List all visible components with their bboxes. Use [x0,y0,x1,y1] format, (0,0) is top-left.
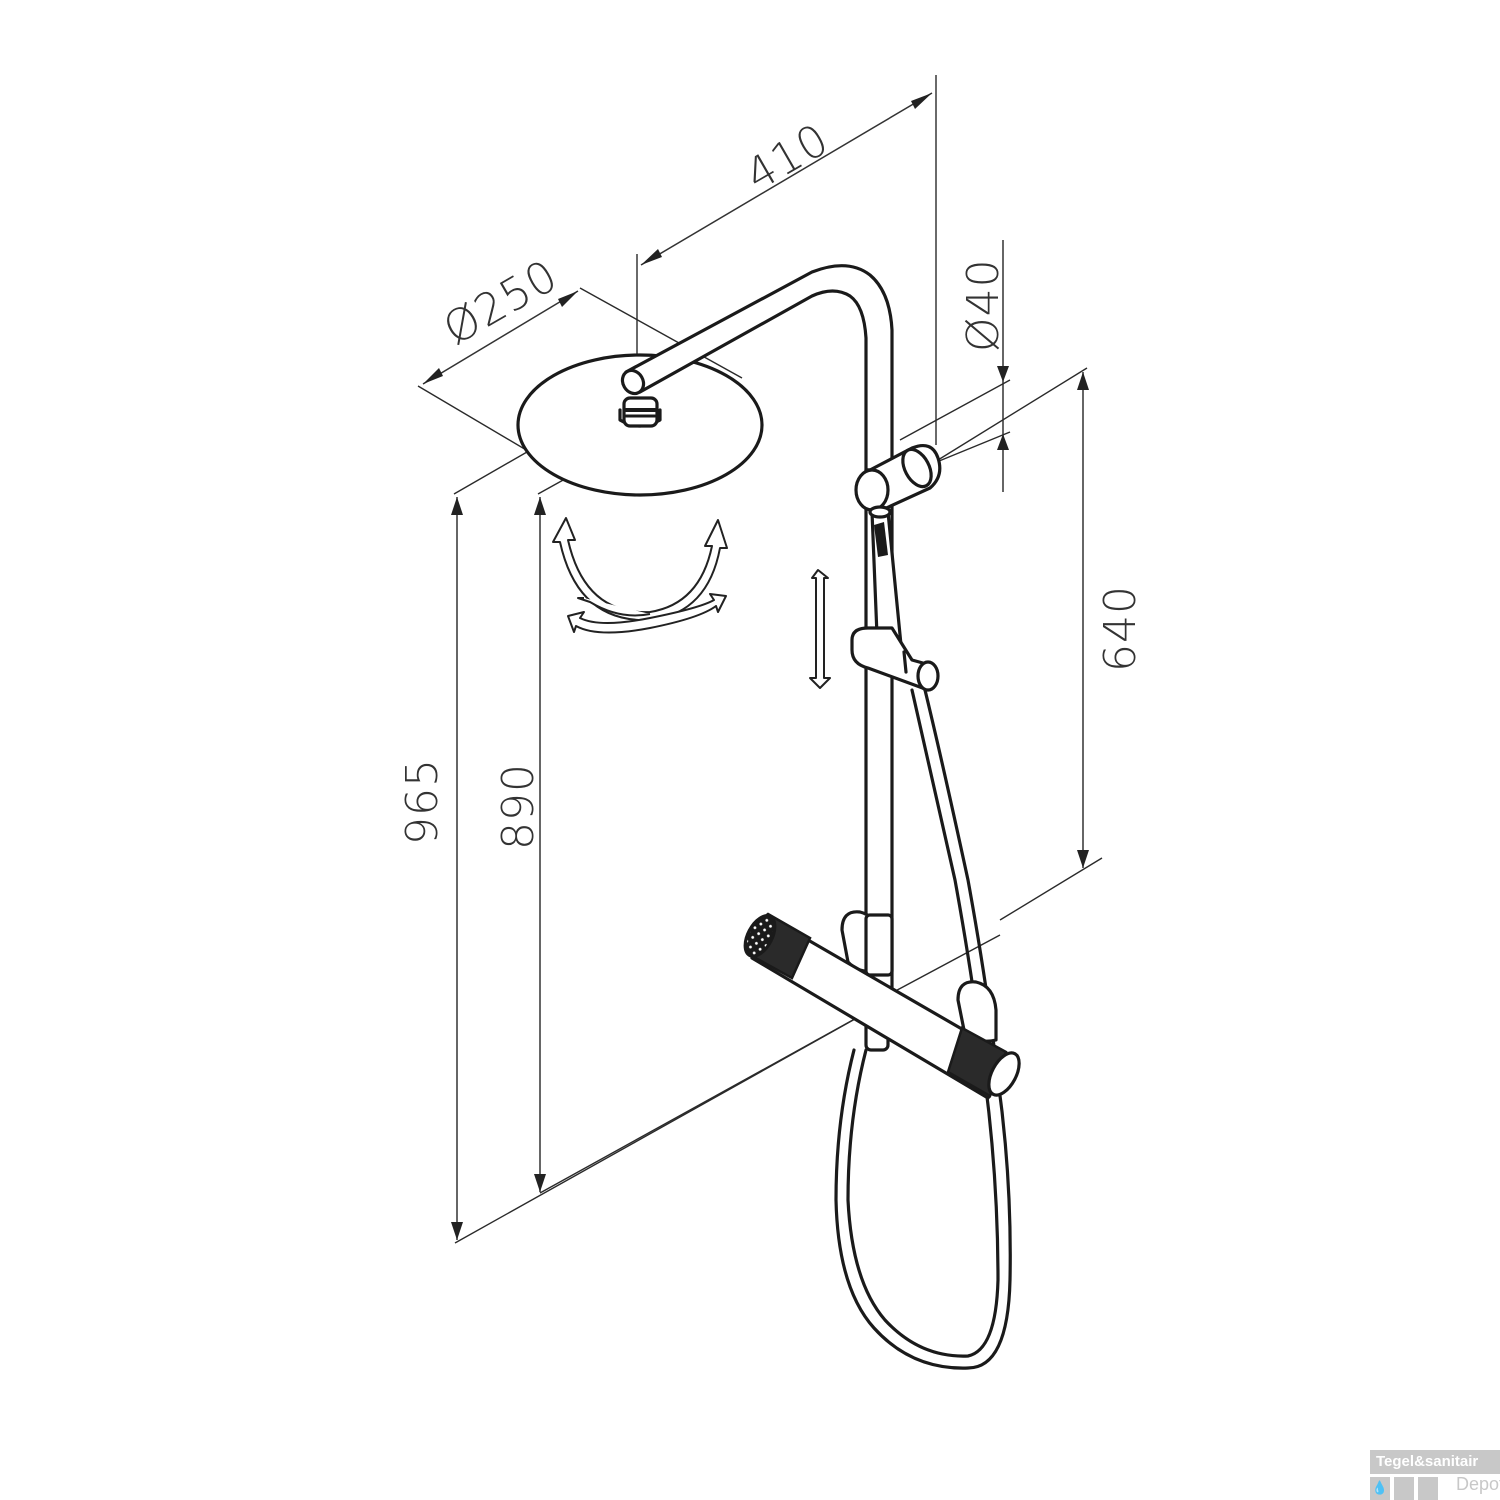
dimension-label-640: 640 [1095,585,1146,672]
watermark-tile [1394,1477,1414,1500]
vertical-slide-arrow-icon [809,569,831,689]
dimension-label-965: 965 [397,758,448,845]
dimension-label-diameter-250: Ø250 [435,250,567,355]
watermark-brand: Tegel&sanitair [1370,1450,1500,1474]
hand-shower [868,505,904,662]
rain-shower-head [516,353,764,497]
dimension-label-890: 890 [493,763,544,850]
watermark-logo: Tegel&sanitair 💧 Depot [1370,1450,1500,1500]
slide-holder [850,626,940,692]
rotation-arrows-icon [552,517,728,634]
dimension-640: 640 [937,367,1146,921]
shower-arm [620,264,894,472]
dimension-965: 965 [397,409,881,1244]
dimension-890: 890 [493,453,881,1194]
watermark-tile [1418,1477,1438,1500]
top-wall-holder [854,444,942,512]
water-drop-icon: 💧 [1370,1477,1390,1500]
thermostatic-mixer [743,910,1021,1100]
dimension-label-410: 410 [737,114,838,202]
shower-hose [834,688,1012,1370]
dimension-label-diameter-40: Ø40 [958,258,1009,352]
dimension-diameter-40: Ø40 [899,240,1011,492]
watermark-depot: Depot [1456,1474,1500,1494]
